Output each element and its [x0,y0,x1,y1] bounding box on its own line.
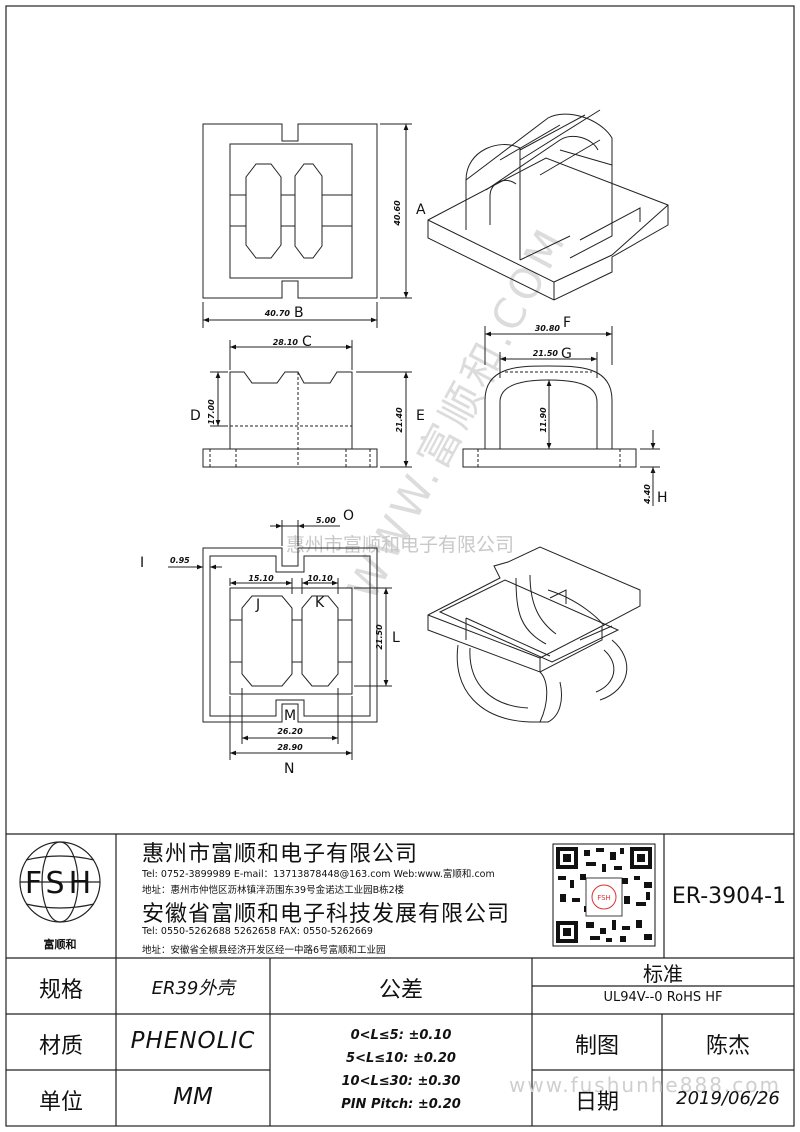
spec-label: 规格 [38,978,83,1003]
front-view [202,340,412,468]
tolerance-3: 10<L≤30: ±0.30 [341,1074,461,1089]
top-view [202,123,412,328]
logo-name: 富顺和 [44,937,77,951]
company1-contact: Tel: 0752-3899989 E-mail：13713878448@163… [142,869,495,880]
iso-view-bottom [427,546,641,723]
company1-name: 惠州市富顺和电子有限公司 [142,842,419,867]
dim-j-value: 15.10 [248,574,274,583]
dim-a-value: 40.60 [393,200,402,227]
dim-e-letter: E [416,408,425,424]
drawn-value: 陈杰 [705,1034,750,1059]
dim-g-letter: G [561,346,572,362]
dim-b-letter: B [294,305,304,321]
bottom-watermark: www.fushunhe888.com [509,1073,781,1097]
dim-k-letter: K [315,595,325,611]
dim-h-value: 4.40 [643,484,652,505]
standard-value: UL94V--0 RoHS HF [603,990,723,1005]
material-label: 材质 [38,1034,83,1059]
tolerance-1: 0<L≤5: ±0.10 [350,1028,452,1043]
dim-m-value: 26.20 [277,727,303,736]
unit-label: 单位 [38,1090,83,1115]
company2-address: 地址：安徽省全椒县经济开发区经一中路6号富顺和工业园 [142,945,386,956]
date-value: 2019/06/26 [676,1088,780,1109]
dim-d-value: 17.00 [207,399,216,425]
dim-d-letter: D [190,408,201,424]
tolerance-4: PIN Pitch: ±0.20 [341,1097,461,1112]
dim-n-value: 28.90 [277,743,303,752]
company1-address: 地址：惠州市仲恺区沥林镇泮沥围东39号金诺达工业园B栋2楼 [142,885,405,896]
iso-view-top [427,109,669,301]
company2-name: 安徽省富顺和电子科技发展有限公司 [142,902,511,927]
bottom-view [168,520,392,760]
unit-value: MM [173,1084,213,1110]
dim-g2-value: 11.90 [539,407,548,433]
dim-f-letter: F [563,315,571,331]
qr-code: FSH [552,843,656,947]
dim-l-value: 21.50 [375,624,384,650]
dim-o-letter: O [343,508,354,524]
fsh-logo [19,841,101,923]
dim-g-value: 21.50 [533,349,559,358]
sheet-border [5,5,795,1127]
dimension-texts: 40.60 A 40.70 B 28.10 C 17.00 D 21.40 E … [140,200,668,777]
dim-n-letter: N [284,761,294,777]
dim-j-letter: J [255,597,260,613]
svg-text:FSH: FSH [597,894,611,902]
dim-o-value: 5.00 [316,516,336,525]
tolerance-label: 公差 [378,978,423,1003]
tolerance-2: 5<L≤10: ±0.20 [346,1051,456,1066]
dim-c-letter: C [302,334,312,350]
dim-c-value: 28.10 [273,338,299,347]
line-watermark: 惠州市富顺和电子有限公司 [286,534,514,556]
dim-h-letter: H [657,490,668,506]
standard-label: 标准 [643,962,683,986]
company2-contact: Tel: 0550-5262688 5262658 FAX: 0550-5262… [142,926,373,937]
dim-i-value: 0.95 [170,556,190,565]
dim-a-letter: A [416,202,426,218]
date-label: 日期 [574,1090,619,1115]
drawn-label: 制图 [574,1034,619,1059]
dim-e-value: 21.40 [395,407,404,433]
dim-b-value: 40.70 [264,309,291,318]
material-value: PHENOLIC [130,1028,256,1054]
dim-k-value: 10.10 [307,574,333,583]
dim-i-letter: I [140,555,144,571]
dim-f-value: 30.80 [535,324,561,333]
spec-value: ER39外壳 [151,978,235,999]
part-number: ER-3904-1 [671,884,787,909]
logo-letters: FSH [25,866,95,901]
dim-l-letter: L [392,630,400,646]
title-block-grid [6,833,794,1126]
dim-m-letter: M [284,708,296,724]
side-view [462,326,660,506]
